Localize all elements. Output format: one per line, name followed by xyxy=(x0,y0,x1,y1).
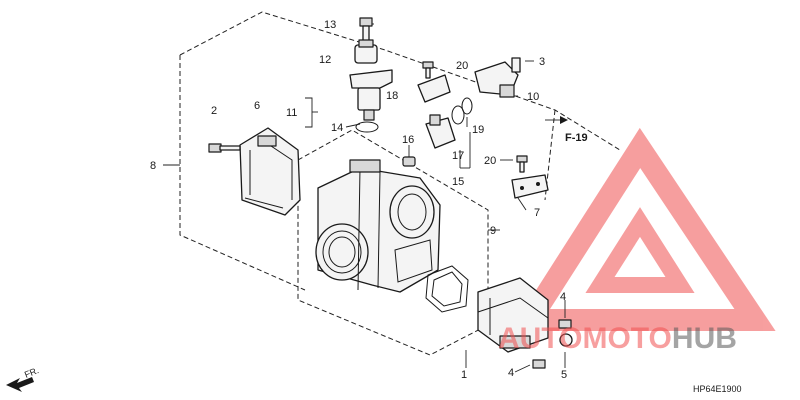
callout-11: 11 xyxy=(286,107,297,119)
callout-15: 15 xyxy=(452,176,464,188)
plate-part-7 xyxy=(511,174,549,199)
callout-5: 5 xyxy=(561,369,567,381)
washer-part-5 xyxy=(559,333,573,347)
sensor-part-12 xyxy=(354,39,378,64)
bracket-part-6 xyxy=(239,127,301,216)
screw-part-4-right xyxy=(558,319,572,329)
callout-6: 6 xyxy=(254,100,260,112)
callout-14: 14 xyxy=(331,122,343,134)
callout-9: 9 xyxy=(490,225,496,237)
seal-part-19 xyxy=(451,97,473,125)
regulator-part-10 xyxy=(474,57,521,98)
callout-12: 12 xyxy=(319,54,331,66)
bolt-part-2 xyxy=(208,143,241,153)
o-ring-part-14 xyxy=(355,121,379,133)
callout-8: 8 xyxy=(150,160,156,172)
screw-part-20-top xyxy=(422,61,434,79)
watermark-text: AUTOMOTOHUB xyxy=(498,322,737,355)
callout-13: 13 xyxy=(324,19,336,31)
clip-bracket xyxy=(417,74,451,103)
screw-part-20-mid xyxy=(516,155,528,173)
front-arrow-icon xyxy=(6,377,34,392)
callout-3: 3 xyxy=(539,56,545,68)
sensor-unit-part-1 xyxy=(477,277,549,353)
callout-20-mid: 20 xyxy=(484,155,496,167)
callout-16: 16 xyxy=(402,134,414,146)
screw-part-4-bottom xyxy=(532,359,546,369)
callout-7: 7 xyxy=(534,207,540,219)
diagram-code: HP64E1900 xyxy=(693,384,742,394)
front-marker-label: FR. xyxy=(23,365,40,380)
callout-20-top: 20 xyxy=(456,60,468,72)
injector-part-17 xyxy=(425,114,456,149)
callout-2: 2 xyxy=(211,105,217,117)
watermark-logo-icon xyxy=(509,127,776,331)
screw-part-13 xyxy=(359,17,373,43)
callout-18: 18 xyxy=(386,90,398,102)
callout-17: 17 xyxy=(452,150,464,162)
reference-f19: F-19 xyxy=(565,132,588,144)
callout-10: 10 xyxy=(527,91,539,103)
cap-part-16 xyxy=(402,156,416,167)
callout-4-bottom: 4 xyxy=(508,367,514,379)
callout-1: 1 xyxy=(461,369,467,381)
callout-4-right: 4 xyxy=(560,291,566,303)
callout-19: 19 xyxy=(472,124,484,136)
injector-part-18 xyxy=(349,69,393,121)
throttle-body-part-9 xyxy=(315,159,441,293)
gasket xyxy=(425,265,469,313)
